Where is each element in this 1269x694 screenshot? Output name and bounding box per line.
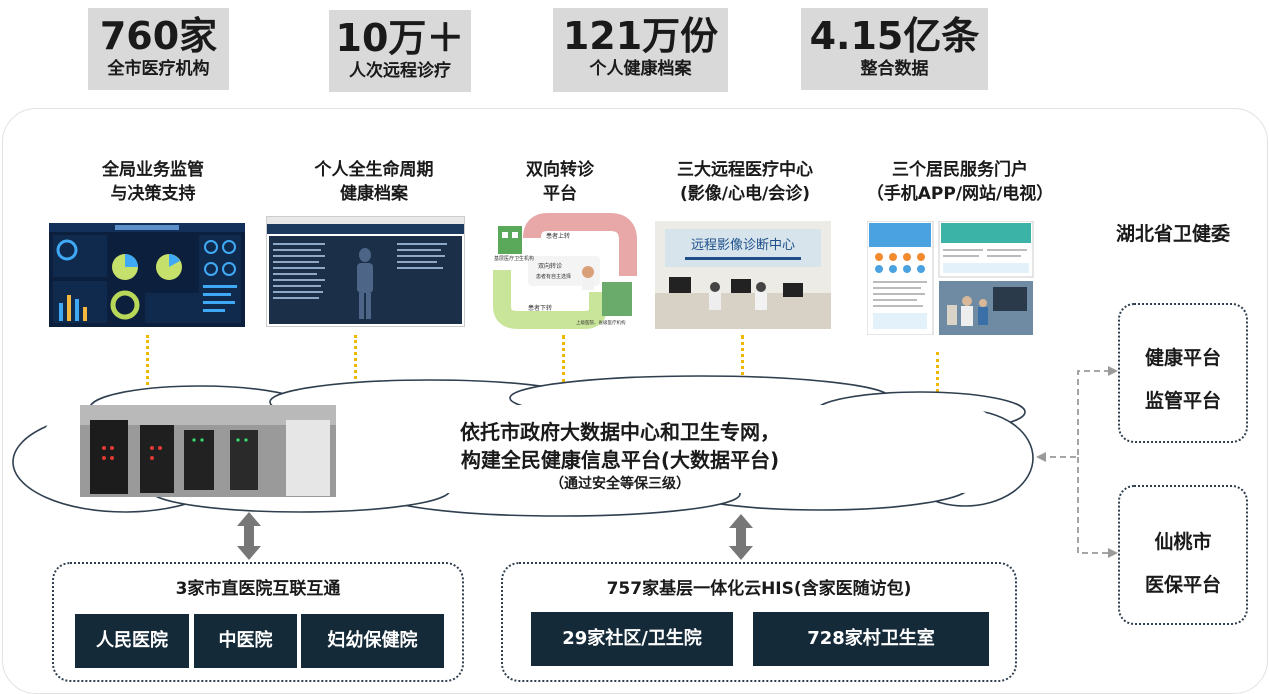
module-caption-health-records: 个人全生命周期健康档案 [314,160,434,204]
cloud-line-1: 依托市政府大数据中心和卫生专网， [460,420,780,444]
medical-insurance-box: 仙桃市 医保平台 [1118,485,1248,625]
referral-center-note: 患者有自主选择 [536,273,571,280]
cloud-caption: 依托市政府大数据中心和卫生专网， 构建全民健康信息平台(大数据平台) （通过安全… [390,418,850,494]
primary-his-group: 757家基层一体化云HIS(含家医随访包) [501,562,1017,682]
module-caption-service-portals: 三个居民服务门户（手机APP/网站/电视） [866,160,1054,204]
module-caption-referral: 双向转诊平台 [526,160,594,204]
group-title: 3家市直医院互联互通 [175,579,341,599]
hospital-peoples: 人民医院 [75,614,189,668]
connector-remote-centers [741,335,744,383]
hospital-maternal-child: 妇幼保健院 [301,614,444,668]
stat-label: 全市医疗机构 [107,59,210,79]
referral-diagram: 患者上转 基层医疗卫生机构 双向转诊 患者有自主选择 患者下转 上级医院、省级医… [492,212,638,332]
group-title: 757家基层一体化云HIS(含家医随访包) [606,579,912,599]
stat-value: 121万份 [562,14,719,58]
referral-center-label: 双向转诊 [538,262,562,270]
referral-right-label: 上级医院、省级医疗机构 [576,319,626,326]
stat-medical-institutions: 760家 全市医疗机构 [88,8,229,90]
connector-referral [562,335,565,383]
cloud-line-2: 构建全民健康信息平台(大数据平台) [460,448,780,472]
box-line: 医保平台 [1144,574,1221,596]
connector-service-portals [936,352,939,404]
module-caption-remote-centers: 三大远程医疗中心(影像/心电/会诊) [677,160,813,204]
stat-integrated-data: 4.15亿条 整合数据 [801,8,988,90]
hospital-tcm: 中医院 [194,614,297,668]
stat-label: 人次远程诊疗 [349,61,451,81]
village-clinics: 728家村卫生室 [753,612,989,666]
referral-left-label: 基层医疗卫生机构 [494,255,534,262]
stat-label: 整合数据 [860,59,929,79]
box-line: 监管平台 [1144,390,1221,412]
community-centers: 29家社区/卫生院 [531,612,733,666]
provincial-commission-title: 湖北省卫健委 [1116,223,1231,245]
connector-health-records [354,335,357,385]
cloud-line-3: （通过安全等保三级） [550,476,690,492]
city-hospitals-group: 3家市直医院互联互通 [52,562,464,682]
server-room-photo [80,405,336,497]
service-portals-screenshot [867,221,1035,335]
connector-supervision [146,335,149,385]
box-line: 健康平台 [1144,347,1221,369]
module-caption-supervision: 全局业务监管与决策支持 [102,160,204,204]
referral-down-label: 患者下转 [528,304,552,312]
remote-center-photo: 远程影像诊断中心 [655,221,831,329]
stat-value: 10万＋ [335,16,465,60]
stat-health-records: 121万份 个人健康档案 [553,8,728,92]
health-records-screenshot [266,216,465,327]
stat-label: 个人健康档案 [589,59,692,79]
referral-up-label: 患者上转 [546,232,570,240]
provincial-platforms-box: 健康平台 监管平台 [1118,303,1248,443]
box-line: 仙桃市 [1154,531,1212,553]
dashboard-screenshot [49,223,245,327]
stat-value: 4.15亿条 [809,14,980,58]
stat-remote-consultations: 10万＋ 人次远程诊疗 [329,10,471,92]
remote-center-sign: 远程影像诊断中心 [691,238,795,253]
stat-value: 760家 [99,14,218,58]
